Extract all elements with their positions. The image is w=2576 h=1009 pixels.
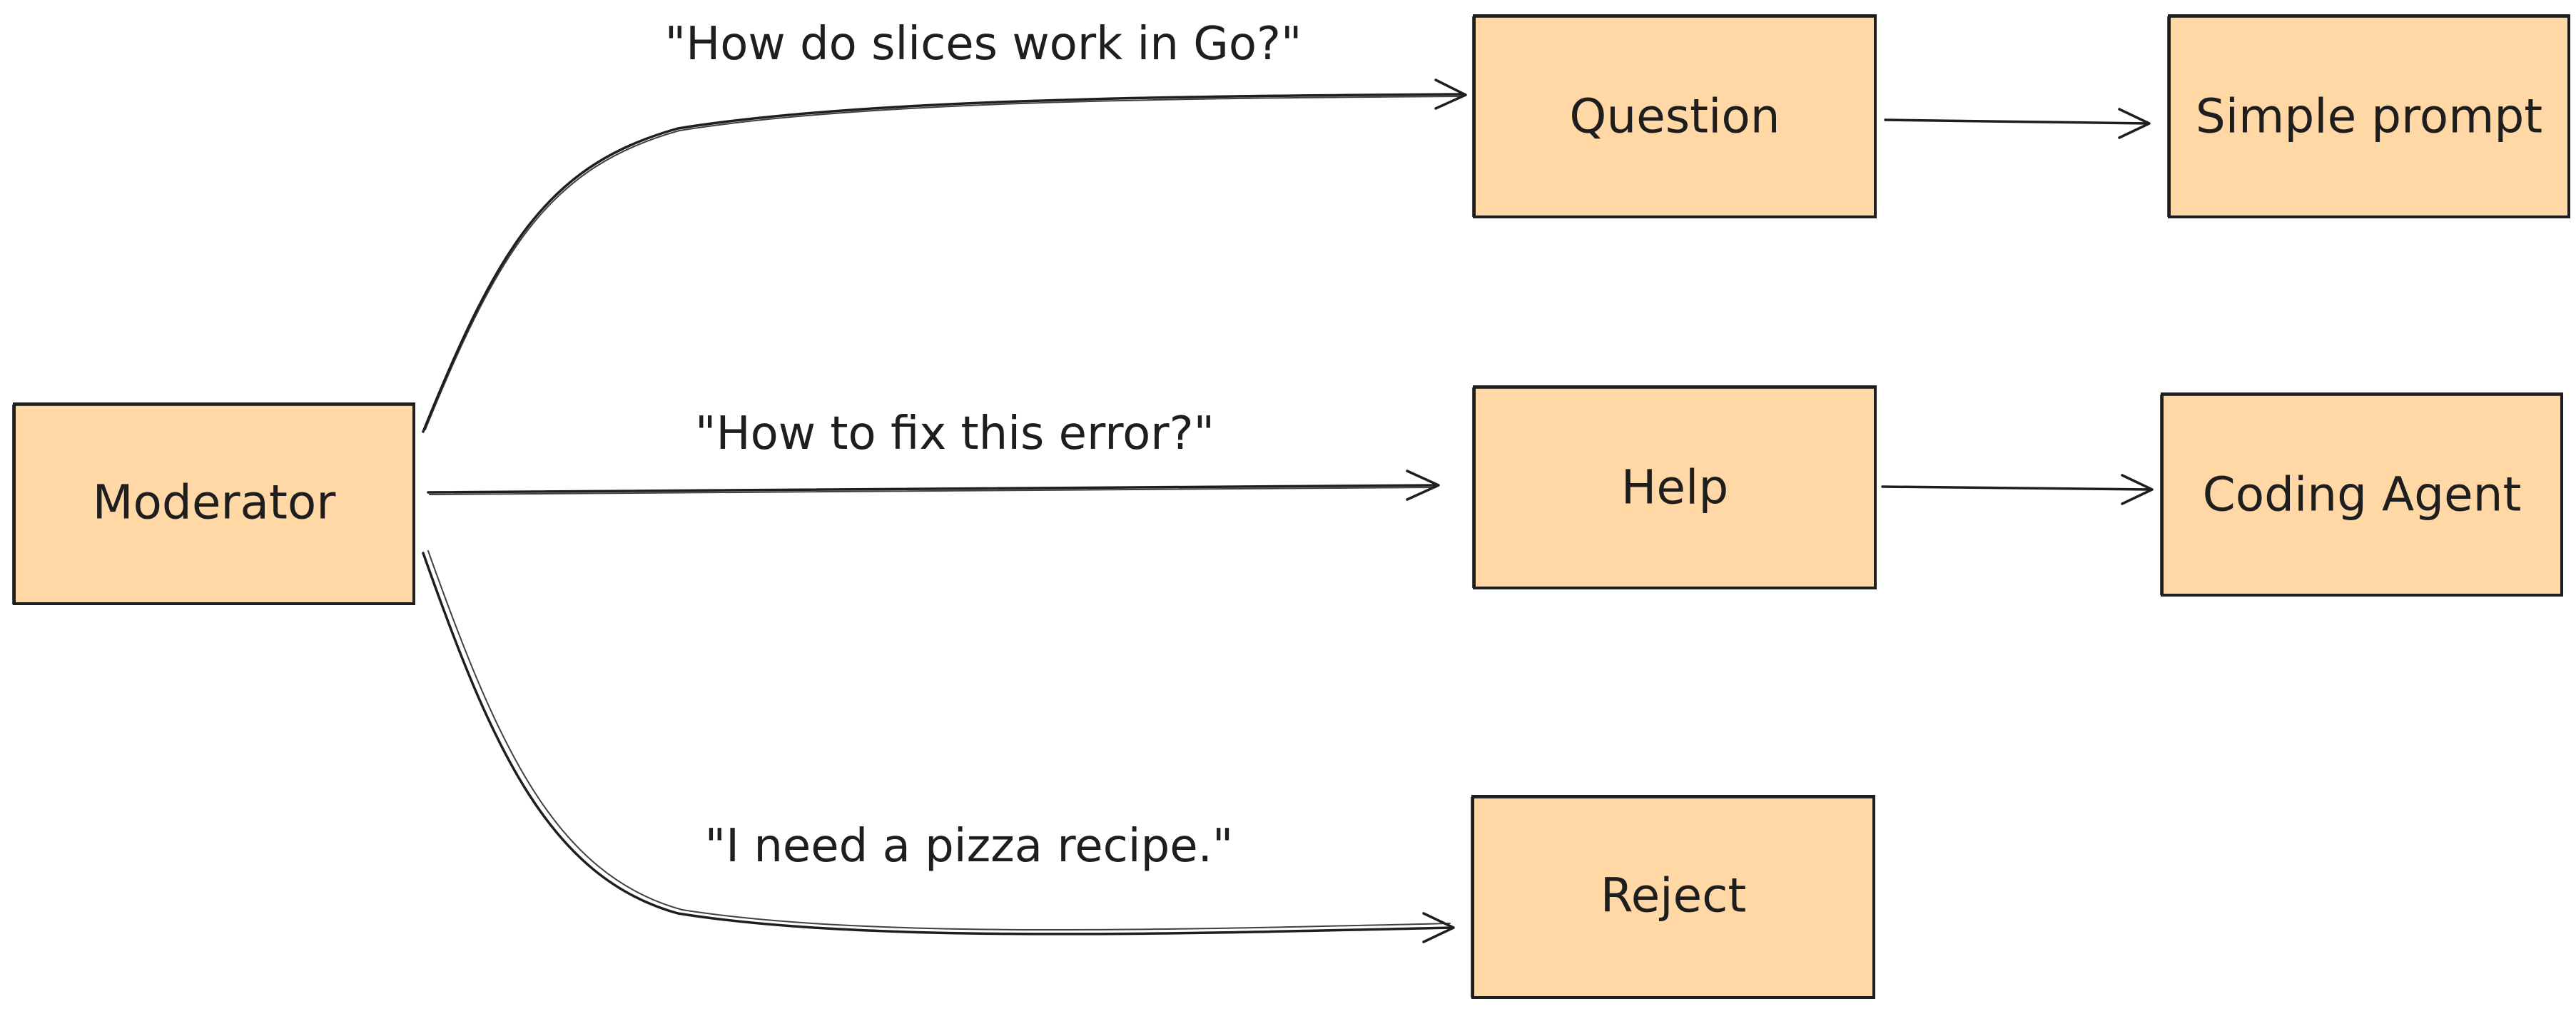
arrowhead-simple-prompt <box>2118 108 2151 139</box>
node-label-reject: Reject <box>1601 868 1747 923</box>
edge-label-to-question: "How do slices work in Go?" <box>665 18 1302 71</box>
node-moderator[interactable]: Moderator <box>12 402 415 605</box>
edge-label-to-help: "How to fix this error?" <box>695 407 1215 460</box>
edge-label-to-reject: "I need a pizza recipe." <box>705 820 1234 873</box>
arrowhead-question <box>1434 78 1467 110</box>
arrowhead-help <box>1406 470 1440 501</box>
node-help[interactable]: Help <box>1472 385 1877 589</box>
node-label-simple-prompt: Simple prompt <box>2196 89 2542 144</box>
edge-question-to-simple-prompt <box>1884 108 2151 139</box>
node-label-help: Help <box>1621 460 1728 515</box>
node-label-moderator: Moderator <box>93 475 337 530</box>
node-question[interactable]: Question <box>1472 14 1877 218</box>
arrowhead-coding-agent <box>2121 474 2154 505</box>
node-coding-agent[interactable]: Coding Agent <box>2160 392 2563 597</box>
node-label-coding-agent: Coding Agent <box>2203 467 2522 522</box>
node-simple-prompt[interactable]: Simple prompt <box>2167 14 2570 218</box>
node-reject[interactable]: Reject <box>1471 795 1875 999</box>
edge-moderator-to-question <box>422 78 1467 433</box>
arrowhead-reject <box>1422 912 1455 943</box>
edge-moderator-to-help <box>427 470 1440 501</box>
edge-help-to-coding-agent <box>1881 474 2154 505</box>
edge-moderator-to-reject <box>422 550 1455 943</box>
node-label-question: Question <box>1569 89 1780 144</box>
